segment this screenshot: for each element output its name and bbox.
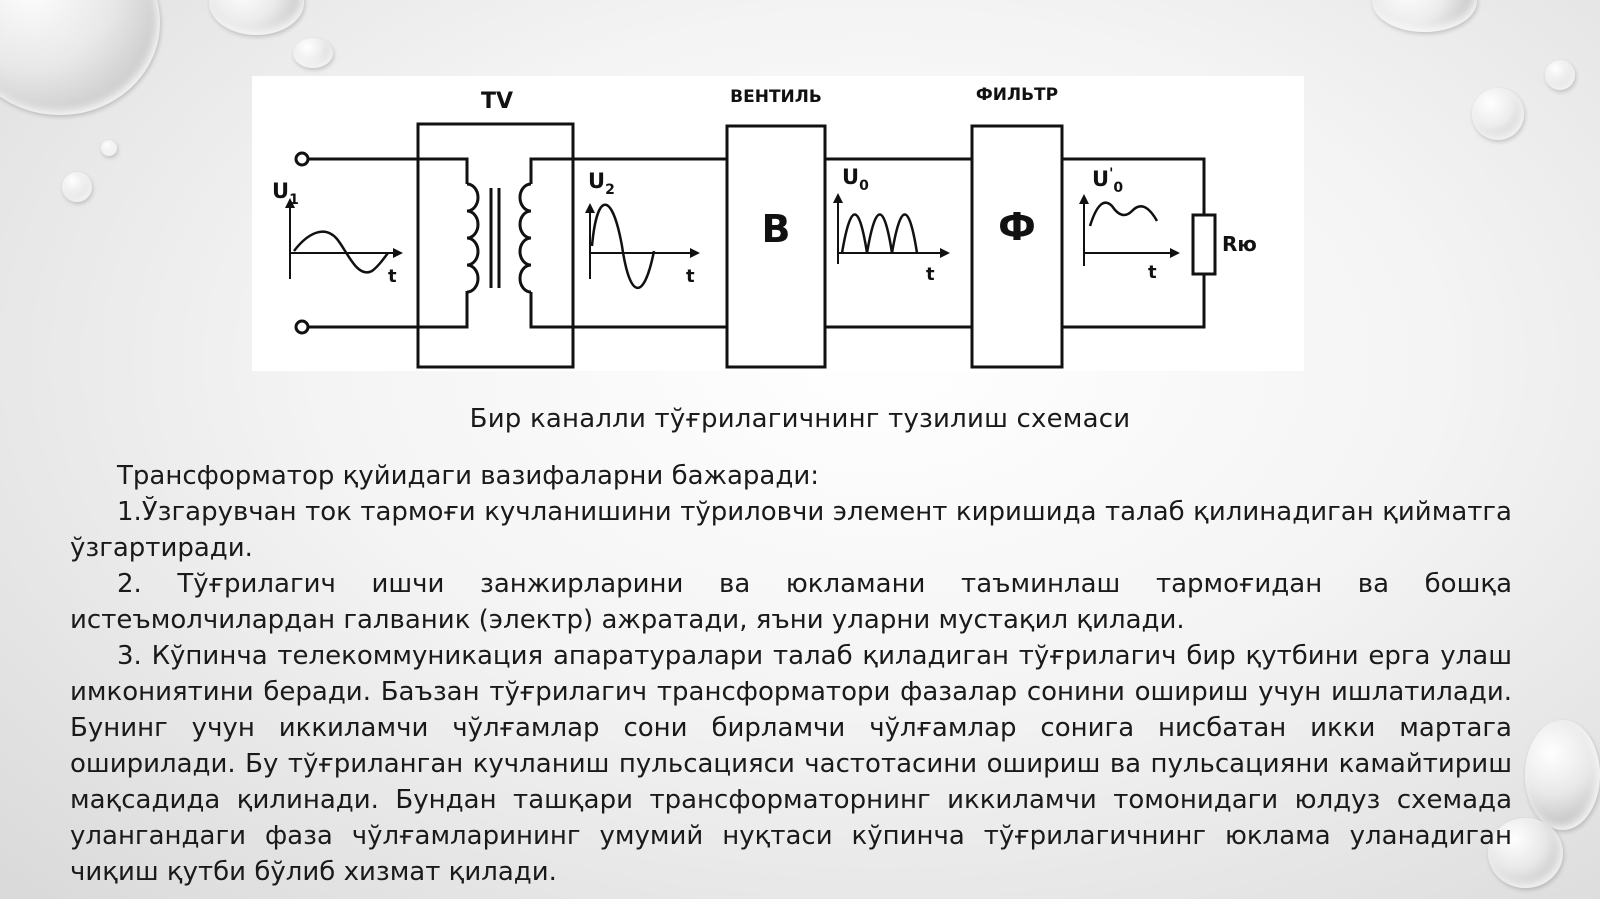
load-resistor bbox=[1191, 213, 1217, 276]
u0-filtered-label: U'0 bbox=[1092, 166, 1123, 196]
water-drop-decoration bbox=[1488, 818, 1563, 888]
paragraph-2: 2. Тўғрилагич ишчи занжирларини ва юклам… bbox=[70, 569, 1512, 635]
u1-waveform bbox=[293, 230, 389, 274]
u0-filtered-waveform bbox=[1088, 201, 1159, 227]
secondary-wire-top bbox=[529, 157, 727, 184]
water-drop-decoration bbox=[0, 0, 160, 115]
primary-winding bbox=[466, 182, 480, 294]
water-drop-decoration bbox=[1372, 0, 1477, 32]
rectifier-block-diagram: TV ВЕНТИЛЬ ФИЛЬТР В Ф U1 U2 U0 U'0 t t t… bbox=[252, 76, 1304, 371]
u1-label: U1 bbox=[272, 179, 299, 208]
load-label: Rю bbox=[1222, 232, 1257, 256]
transformer-block bbox=[416, 122, 575, 369]
valve-title: ВЕНТИЛЬ bbox=[730, 87, 822, 107]
paragraph-3: 3. Кўпинча телекоммуникация апаратуралар… bbox=[70, 641, 1512, 887]
u1-time-axis-label: t bbox=[388, 266, 397, 287]
u2-waveform bbox=[590, 203, 656, 289]
input-wire-bottom bbox=[308, 291, 469, 329]
water-drop-decoration bbox=[1525, 720, 1600, 830]
water-drop-decoration bbox=[209, 0, 304, 35]
secondary-winding bbox=[518, 182, 532, 294]
u0-filtered-graph-axes bbox=[1083, 202, 1172, 266]
valve-symbol: В bbox=[762, 207, 791, 251]
valve-block bbox=[725, 124, 827, 369]
transformer-title: TV bbox=[481, 89, 513, 114]
rectifier-schematic-svg: TV ВЕНТИЛЬ ФИЛЬТР В Ф U1 U2 U0 U'0 t t t… bbox=[272, 85, 1257, 369]
u0-graph-axes bbox=[837, 201, 942, 264]
water-drop-decoration bbox=[293, 38, 333, 68]
water-drop-decoration bbox=[1545, 60, 1575, 90]
input-wire-top bbox=[308, 157, 469, 184]
paragraph-intro: Трансформатор қуйидаги вазифаларни бажар… bbox=[117, 461, 819, 491]
input-terminal-top bbox=[294, 151, 310, 167]
paragraph-1: 1.Ўзгарувчан ток тармоғи кучланишини тўр… bbox=[70, 497, 1512, 563]
u2-graph-axes bbox=[589, 211, 692, 279]
input-terminal-bottom bbox=[294, 319, 310, 335]
water-drop-decoration bbox=[101, 140, 117, 156]
u2-time-axis-label: t bbox=[686, 266, 695, 287]
u1-graph-axes bbox=[289, 206, 395, 279]
filter-block bbox=[970, 124, 1064, 369]
u0-time-axis-label: t bbox=[926, 264, 935, 285]
filter-load-wire-bottom bbox=[1062, 274, 1206, 329]
filter-title: ФИЛЬТР bbox=[976, 85, 1058, 105]
secondary-wire-bottom bbox=[529, 292, 727, 329]
water-drop-decoration bbox=[62, 172, 92, 202]
transformer-functions-text: Трансформатор қуйидаги вазифаларни бажар… bbox=[70, 458, 1512, 890]
u0-label: U0 bbox=[842, 165, 869, 194]
filter-load-wire-top bbox=[1062, 157, 1206, 215]
diagram-caption: Бир каналли тўғрилагичнинг тузилиш схема… bbox=[469, 404, 1131, 434]
u0-filtered-axis-arrow bbox=[1079, 194, 1180, 258]
u0-filtered-time-axis-label: t bbox=[1148, 262, 1157, 283]
u0-waveform bbox=[840, 213, 919, 254]
water-drop-decoration bbox=[1472, 88, 1524, 140]
u2-axis-arrow bbox=[585, 203, 700, 258]
u2-label: U2 bbox=[588, 169, 615, 198]
filter-symbol: Ф bbox=[998, 205, 1036, 249]
